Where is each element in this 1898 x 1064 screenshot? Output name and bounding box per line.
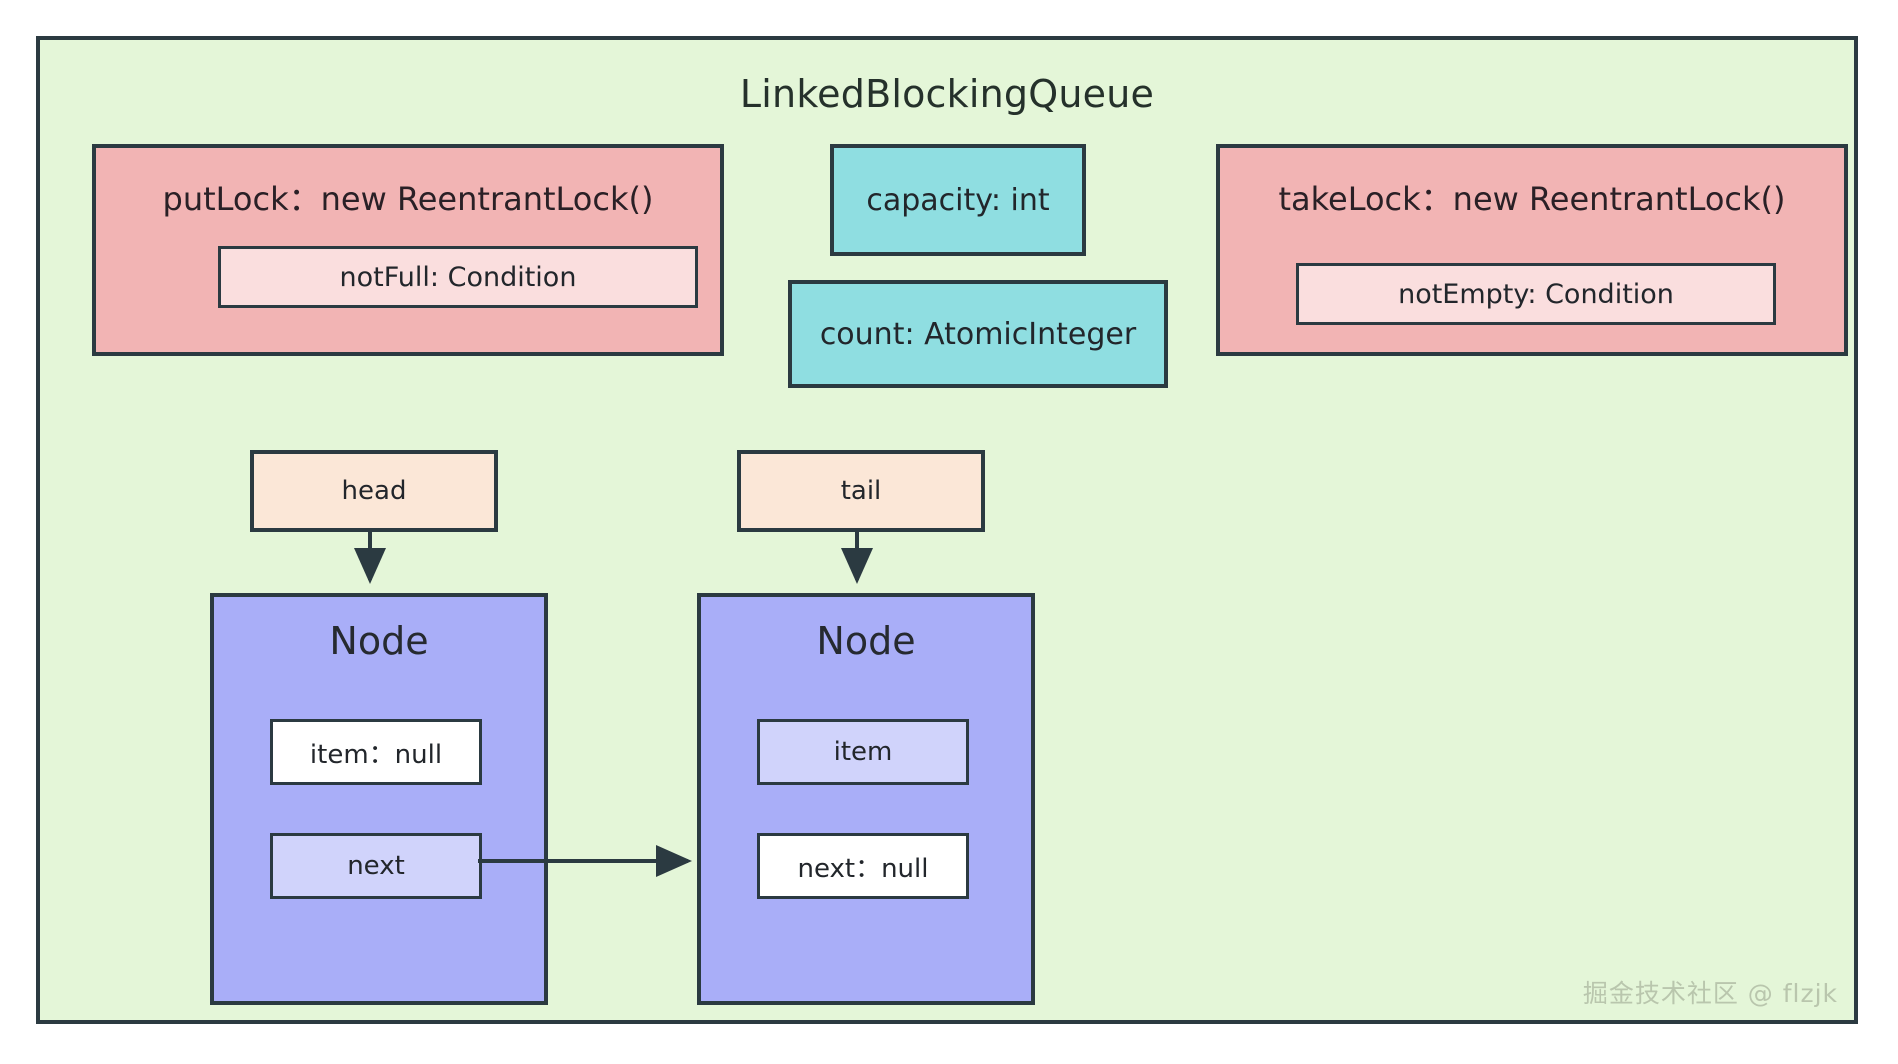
put-lock-label: putLock：new ReentrantLock()	[162, 180, 654, 218]
capacity-field-box: capacity: int	[830, 144, 1086, 256]
node-tail-item-field: item	[757, 719, 969, 785]
take-lock-box: takeLock：new ReentrantLock() notEmpty: C…	[1216, 144, 1848, 356]
node-head: Node item：null next	[210, 593, 548, 1005]
head-pointer-box: head	[250, 450, 498, 532]
node-tail: Node item next：null	[697, 593, 1035, 1005]
node-tail-label: Node	[816, 619, 916, 663]
watermark: 掘金技术社区 @ flzjk	[1582, 979, 1838, 1008]
not-full-condition-box: notFull: Condition	[218, 246, 698, 308]
node-head-item-field: item：null	[270, 719, 482, 785]
not-empty-condition-box: notEmpty: Condition	[1296, 263, 1776, 325]
take-lock-label: takeLock：new ReentrantLock()	[1278, 180, 1786, 218]
linked-blocking-queue-frame: LinkedBlockingQueue putLock：new Reentran…	[36, 36, 1858, 1024]
node-head-next-field: next	[270, 833, 482, 899]
node-tail-next-field: next：null	[757, 833, 969, 899]
count-field-box: count: AtomicInteger	[788, 280, 1168, 388]
put-lock-box: putLock：new ReentrantLock() notFull: Con…	[92, 144, 724, 356]
node-head-label: Node	[329, 619, 429, 663]
page-title: LinkedBlockingQueue	[739, 72, 1155, 116]
tail-pointer-box: tail	[737, 450, 985, 532]
